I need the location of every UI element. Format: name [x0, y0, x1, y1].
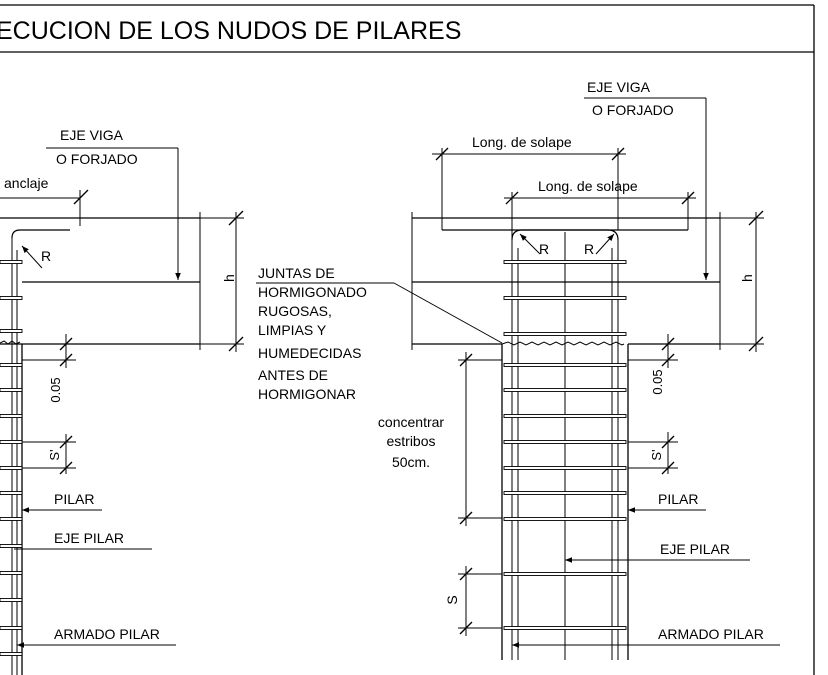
left-offset-label: 0.05	[48, 377, 63, 402]
left-beam-axis-label-2: O FORJADO	[56, 151, 138, 167]
right-lap-label-upper: Long. de solape	[472, 134, 572, 150]
right-spacing-dimension	[458, 566, 502, 636]
right-beam-axis-label-1: EJE VIGA	[587, 79, 651, 95]
left-stirrup	[0, 260, 23, 264]
left-stirrup	[0, 388, 23, 392]
right-spacing-label: S	[444, 595, 460, 604]
joint-note-line: HORMIGONADO	[258, 284, 367, 300]
left-stirrup	[0, 491, 23, 495]
left-radius-label: R	[41, 248, 51, 264]
left-detail: anclaje R EJE VIGA O FORJADO h 0.05	[0, 127, 244, 675]
joint-note-leader	[393, 282, 503, 344]
right-stirrup	[503, 626, 627, 630]
right-stirrup	[503, 491, 627, 495]
right-stirrup	[503, 363, 627, 367]
left-stirrup	[0, 544, 23, 548]
left-column-stirrups	[0, 260, 23, 656]
left-stirrup	[0, 296, 23, 300]
right-offset-dimension	[628, 334, 678, 368]
joint-note-line: ANTES DE	[258, 367, 328, 383]
left-beam	[0, 212, 201, 350]
concentrate-note-line: concentrar	[378, 414, 444, 430]
right-stirrup	[503, 572, 627, 576]
left-beam-axis-label-1: EJE VIGA	[60, 127, 124, 143]
left-stirrup	[0, 598, 23, 602]
left-spacing-dimension	[22, 434, 76, 475]
left-stirrup	[0, 652, 23, 656]
left-column-axis-label: EJE PILAR	[54, 530, 124, 546]
right-stirrup	[503, 440, 627, 444]
right-radius-arrow-left	[519, 233, 541, 255]
right-stirrup	[503, 332, 627, 336]
left-stirrup	[0, 329, 23, 333]
joint-note-line: HORMIGONAR	[258, 386, 356, 402]
right-reinforcement-label: ARMADO PILAR	[658, 626, 764, 642]
right-h-dimension	[720, 210, 764, 352]
joint-note-line: LIMPIAS Y	[258, 322, 327, 338]
concentrate-note-line: estribos	[386, 433, 435, 449]
right-stirrup	[503, 414, 627, 418]
left-offset-dimension	[22, 334, 76, 368]
right-lap-label-lower: Long. de solape	[538, 178, 638, 194]
right-lap-dimension-upper	[432, 147, 626, 230]
joint-note-line: HUMEDECIDAS	[258, 345, 361, 361]
right-offset-label: 0.05	[650, 369, 665, 394]
right-stirrup	[503, 388, 627, 392]
left-radius-arrow	[21, 245, 43, 269]
drawing-frame	[0, 4, 815, 675]
left-column-label: PILAR	[54, 491, 94, 507]
right-detail: R R Long. de solape Long. de solape EJE …	[411, 79, 780, 660]
left-column	[0, 229, 70, 675]
right-radius-label-left: R	[539, 241, 549, 257]
right-stirrup	[503, 517, 627, 521]
left-stirrup	[0, 517, 23, 521]
right-beam-axis-label-2: O FORJADO	[592, 102, 674, 118]
left-reinforcement-label: ARMADO PILAR	[54, 626, 160, 642]
right-near-spacing-label: S'	[649, 449, 664, 460]
left-h-dimension	[200, 210, 244, 352]
right-stirrup	[503, 296, 627, 300]
right-h-label: h	[739, 274, 755, 282]
right-near-spacing-dimension	[628, 432, 678, 475]
drawing-title: ECUCION DE LOS NUDOS DE PILARES	[0, 17, 461, 45]
right-column	[442, 229, 688, 660]
right-column-label: PILAR	[658, 491, 698, 507]
joint-note-line: RUGOSAS,	[258, 303, 332, 319]
left-stirrup	[0, 414, 23, 418]
left-stirrup	[0, 440, 23, 444]
left-beam-axis-leader	[46, 147, 181, 280]
left-anchorage-label: anclaje	[4, 175, 49, 191]
left-stirrup	[0, 626, 23, 630]
left-stirrup	[0, 363, 23, 367]
right-radius-label-right: R	[584, 241, 594, 257]
right-stirrup	[503, 260, 627, 264]
joint-note-line: JUNTAS DE	[258, 265, 335, 281]
left-anchorage-dimension	[0, 189, 89, 226]
joint-note: JUNTAS DE HORMIGONADO RUGOSAS, LIMPIAS Y…	[256, 265, 503, 402]
right-column-axis-label: EJE PILAR	[660, 541, 730, 557]
right-beam	[411, 212, 721, 350]
left-h-label: h	[221, 274, 237, 282]
right-beam-axis-leader	[584, 97, 709, 280]
right-column-stirrups	[503, 260, 627, 630]
left-stirrup	[0, 571, 23, 575]
right-radius-arrow-right	[595, 233, 615, 255]
right-lap-dimension-lower	[504, 191, 696, 238]
right-stirrup	[503, 466, 627, 470]
left-stirrup	[0, 466, 23, 470]
right-concentrate-dimension	[458, 352, 502, 526]
concentrate-note: concentrar estribos 50cm.	[378, 414, 444, 470]
concentrate-note-line: 50cm.	[392, 454, 430, 470]
left-spacing-label: S'	[47, 449, 62, 460]
